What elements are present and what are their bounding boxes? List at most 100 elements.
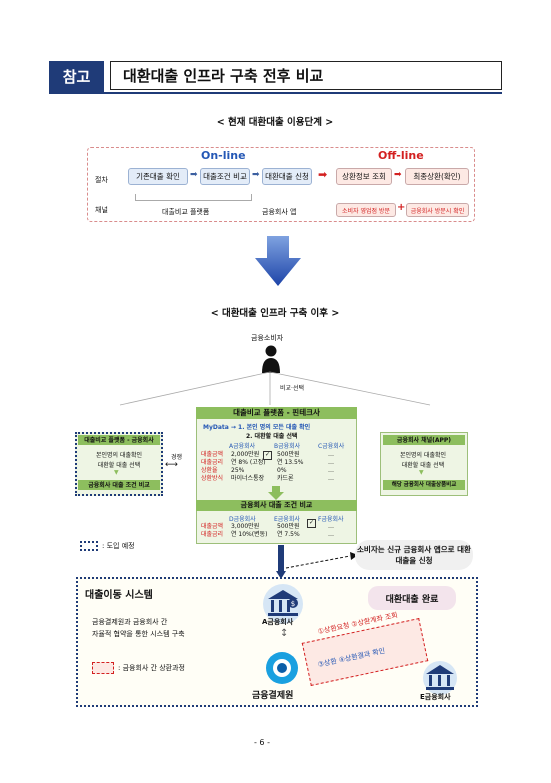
bank-e-label: E금융회사 <box>274 516 300 523</box>
b-values: 500만원 연 13.5% 0% 카드론 <box>277 451 304 483</box>
system-title: 대출이동 시스템 <box>85 590 153 601</box>
checkbox-checked[interactable]: ✓ <box>307 519 316 528</box>
arrow-red-icon: ➡ <box>394 170 402 180</box>
kftc-name: 금융결제원 <box>252 691 294 701</box>
c-repay-rate: … <box>328 467 334 474</box>
bank-building-icon <box>423 661 457 695</box>
d-rate: 연 10%(변동) <box>231 531 268 538</box>
channel-visit-1: 소비자 영업점 방문 <box>336 203 396 217</box>
plus-icon: + <box>397 202 406 213</box>
step-4: 상환정보 조회 <box>336 168 392 185</box>
offline-label: Off-line <box>378 149 424 162</box>
c-rate: … <box>328 459 334 466</box>
system-desc-2: 자율적 협약을 통한 시스템 구축 <box>92 630 185 638</box>
left-line-1: 본인명의 대출확인 <box>95 452 143 459</box>
bank-c: C금융회사 <box>318 443 345 450</box>
b-repay-method: 카드론 <box>277 475 294 482</box>
bank-d: D금융회사 <box>229 516 256 523</box>
right-line-1: 본인명의 대출확인 <box>399 452 447 459</box>
bank-f: F금융회사 <box>318 516 344 523</box>
checkbox-checked[interactable]: ✓ <box>263 451 272 460</box>
channel-platform: 대출비교 플랫폼 <box>162 208 210 216</box>
header-rule <box>49 92 502 94</box>
down-arrow-icon: ▼ <box>419 469 424 476</box>
legend-plan: : 도입 예정 <box>102 542 135 550</box>
step-1: 기존대출 확인 <box>128 168 188 185</box>
c-amount: … <box>328 451 334 458</box>
svg-text:$: $ <box>291 600 295 608</box>
mydata-line: MyData → 1. 본인 명의 모든 대출 확인 <box>203 424 311 431</box>
label-rate: 대출금리 <box>201 459 224 466</box>
b-amount: 500만원 <box>277 451 300 458</box>
a-amount: 2,000만원 <box>231 451 260 458</box>
select-line: 2. 대환할 대출 선택 <box>246 433 298 440</box>
a-values: 2,000만원 연 8% (고정) 25% 마이너스통장 <box>231 451 266 483</box>
complete-badge: 대환대출 완료 <box>368 586 456 610</box>
e-rate: 연 7.5% <box>277 531 300 538</box>
row-label-channel: 채널 <box>95 206 108 214</box>
compare-title: 금융회사 대출 조건 비교 <box>196 500 357 511</box>
row-labels-1: 대출금액 대출금리 상환율 상환방식 <box>201 451 223 483</box>
d-values: 3,000만원 연 10%(변동) <box>231 523 268 539</box>
row-labels-2: 대출금액 대출금리 <box>201 523 223 539</box>
vertical-arrow-icon: ↕ <box>280 628 289 639</box>
bracket <box>135 194 252 201</box>
legend-repay: : 금융회사 간 상환과정 <box>118 664 185 672</box>
page-title: 대환대출 인프라 구축 전후 비교 <box>110 61 502 90</box>
d-amount: 3,000만원 <box>231 523 260 530</box>
person-icon <box>262 345 280 373</box>
connector-bar <box>278 545 284 573</box>
dashed-arrow <box>285 552 358 569</box>
c-values: … … … … <box>328 451 334 483</box>
bank-b: B금융회사 <box>274 443 301 450</box>
step-5: 최종상환(확인) <box>405 168 469 185</box>
step-3: 대환대출 신청 <box>262 168 312 185</box>
right-bottom: 해당 금융회사 대출상품비교 <box>383 480 465 490</box>
a-rate: 연 8% (고정) <box>231 459 266 466</box>
connector-lines <box>119 371 431 406</box>
row-label-procedure: 절차 <box>95 176 108 184</box>
a-repay-rate: 25% <box>231 467 245 474</box>
section-tag: 참고 <box>49 61 104 92</box>
before-title: < 현재 대환대출 이용단계 > <box>216 117 334 128</box>
channel-app: 금융회사 앱 <box>262 208 297 216</box>
b-rate: 연 13.5% <box>277 459 304 466</box>
down-arrow-icon <box>255 236 301 286</box>
f-rate: … <box>328 531 334 538</box>
label-rate: 대출금리 <box>201 531 224 538</box>
right-title: 금융회사 채널(APP) <box>383 435 465 445</box>
kftc-logo-icon <box>266 652 298 684</box>
legend-dotted-swatch <box>80 541 98 551</box>
bank-building-icon: $ <box>263 584 303 624</box>
bank-a: A금융회사 <box>229 443 256 450</box>
channel-visit-2: 금융회사 방문시 확인 <box>406 203 469 217</box>
consumer-label: 금융소비자 <box>251 334 284 342</box>
before-panel <box>87 147 475 222</box>
legend-red-swatch <box>92 662 114 674</box>
left-line-2: 대환할 대출 선택 <box>97 462 141 469</box>
online-label: On-line <box>201 149 246 162</box>
e-values: 500만원 연 7.5% <box>277 523 300 539</box>
after-title: < 대환대출 인프라 구축 이후 > <box>210 308 340 319</box>
compare-select-label: 비교·선택 <box>280 385 304 392</box>
label-amount: 대출금액 <box>201 523 224 530</box>
down-arrow-icon: ▼ <box>114 469 119 476</box>
f-values: … … <box>328 523 334 539</box>
platform-title: 대출비교 플랫폼 - 핀테크사 <box>196 407 357 419</box>
page-number: - 6 - <box>254 738 270 747</box>
consumer-apply-bubble: 소비자는 신규 금융회사 앱으로 대환대출을 신청 <box>355 540 473 570</box>
small-down-arrow-icon <box>268 486 284 500</box>
right-line-2: 대환할 대출 선택 <box>401 462 445 469</box>
a-repay-method: 마이너스통장 <box>231 475 265 482</box>
arrow-icon: ➡ <box>190 170 198 180</box>
arrow-red-icon: ➡ <box>318 168 328 181</box>
f-amount: … <box>328 523 334 530</box>
c-repay-method: … <box>328 475 334 482</box>
label-amount: 대출금액 <box>201 451 224 458</box>
label-repay-rate: 상환율 <box>201 467 218 474</box>
bank-a-name: A금융회사 <box>262 618 294 626</box>
bank-e-name: E금융회사 <box>420 693 451 701</box>
e-amount: 500만원 <box>277 523 300 530</box>
platform-panel <box>196 407 357 544</box>
system-desc-1: 금융결제원과 금융회사 간 <box>92 618 168 626</box>
